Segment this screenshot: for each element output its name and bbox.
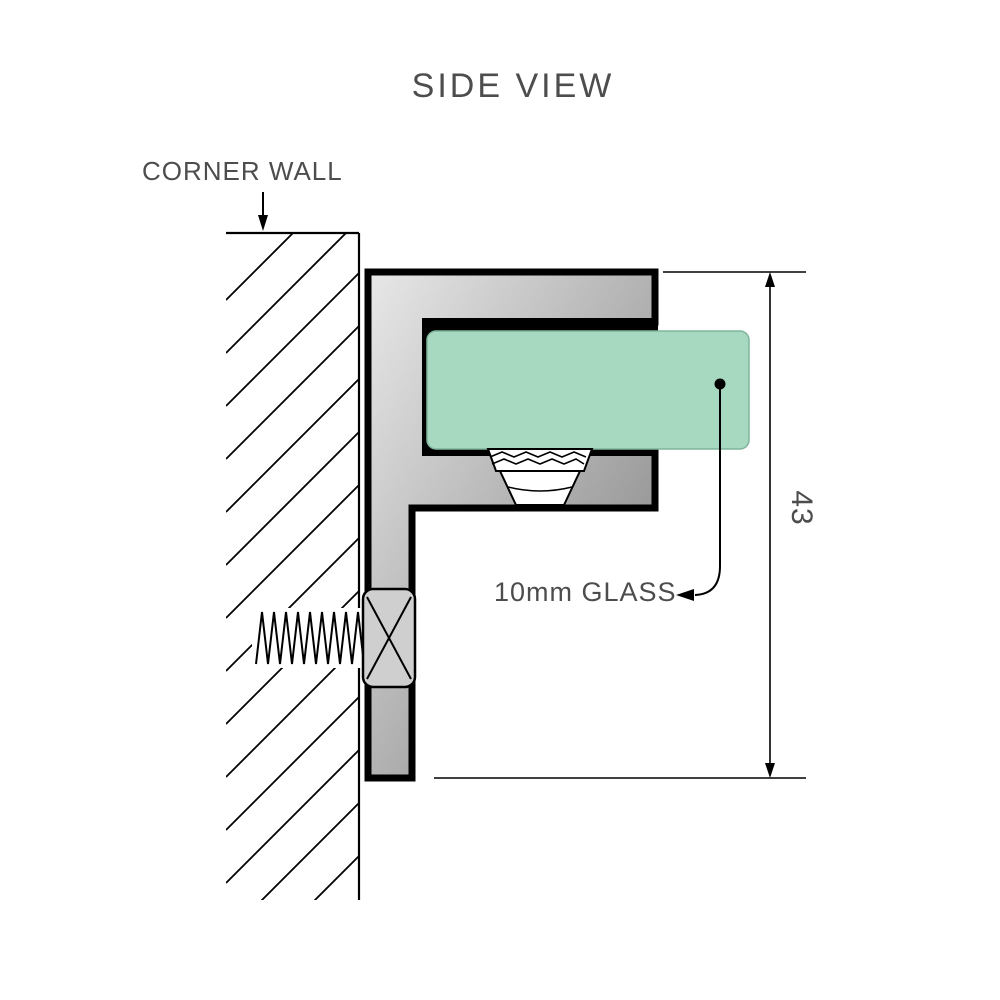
dimension-extension-lines bbox=[434, 271, 806, 779]
screw-thread bbox=[252, 608, 366, 668]
wall-hatching bbox=[226, 233, 359, 900]
corner-wall-arrow bbox=[258, 192, 268, 231]
glass-leader-dot bbox=[714, 378, 726, 390]
screw-head bbox=[361, 587, 417, 689]
gasket-detail bbox=[486, 448, 594, 506]
diagram-title: SIDE VIEW bbox=[412, 67, 615, 105]
glass-leader-arrowhead bbox=[676, 589, 694, 601]
dimension-label: 43 bbox=[785, 490, 818, 525]
dimension-line bbox=[765, 272, 775, 778]
glass-panel bbox=[427, 331, 749, 449]
corner-wall-label: CORNER WALL bbox=[142, 156, 343, 186]
glass-leader-line bbox=[694, 389, 721, 596]
glass-label: 10mm GLASS bbox=[494, 577, 677, 607]
wall-line bbox=[226, 231, 361, 900]
